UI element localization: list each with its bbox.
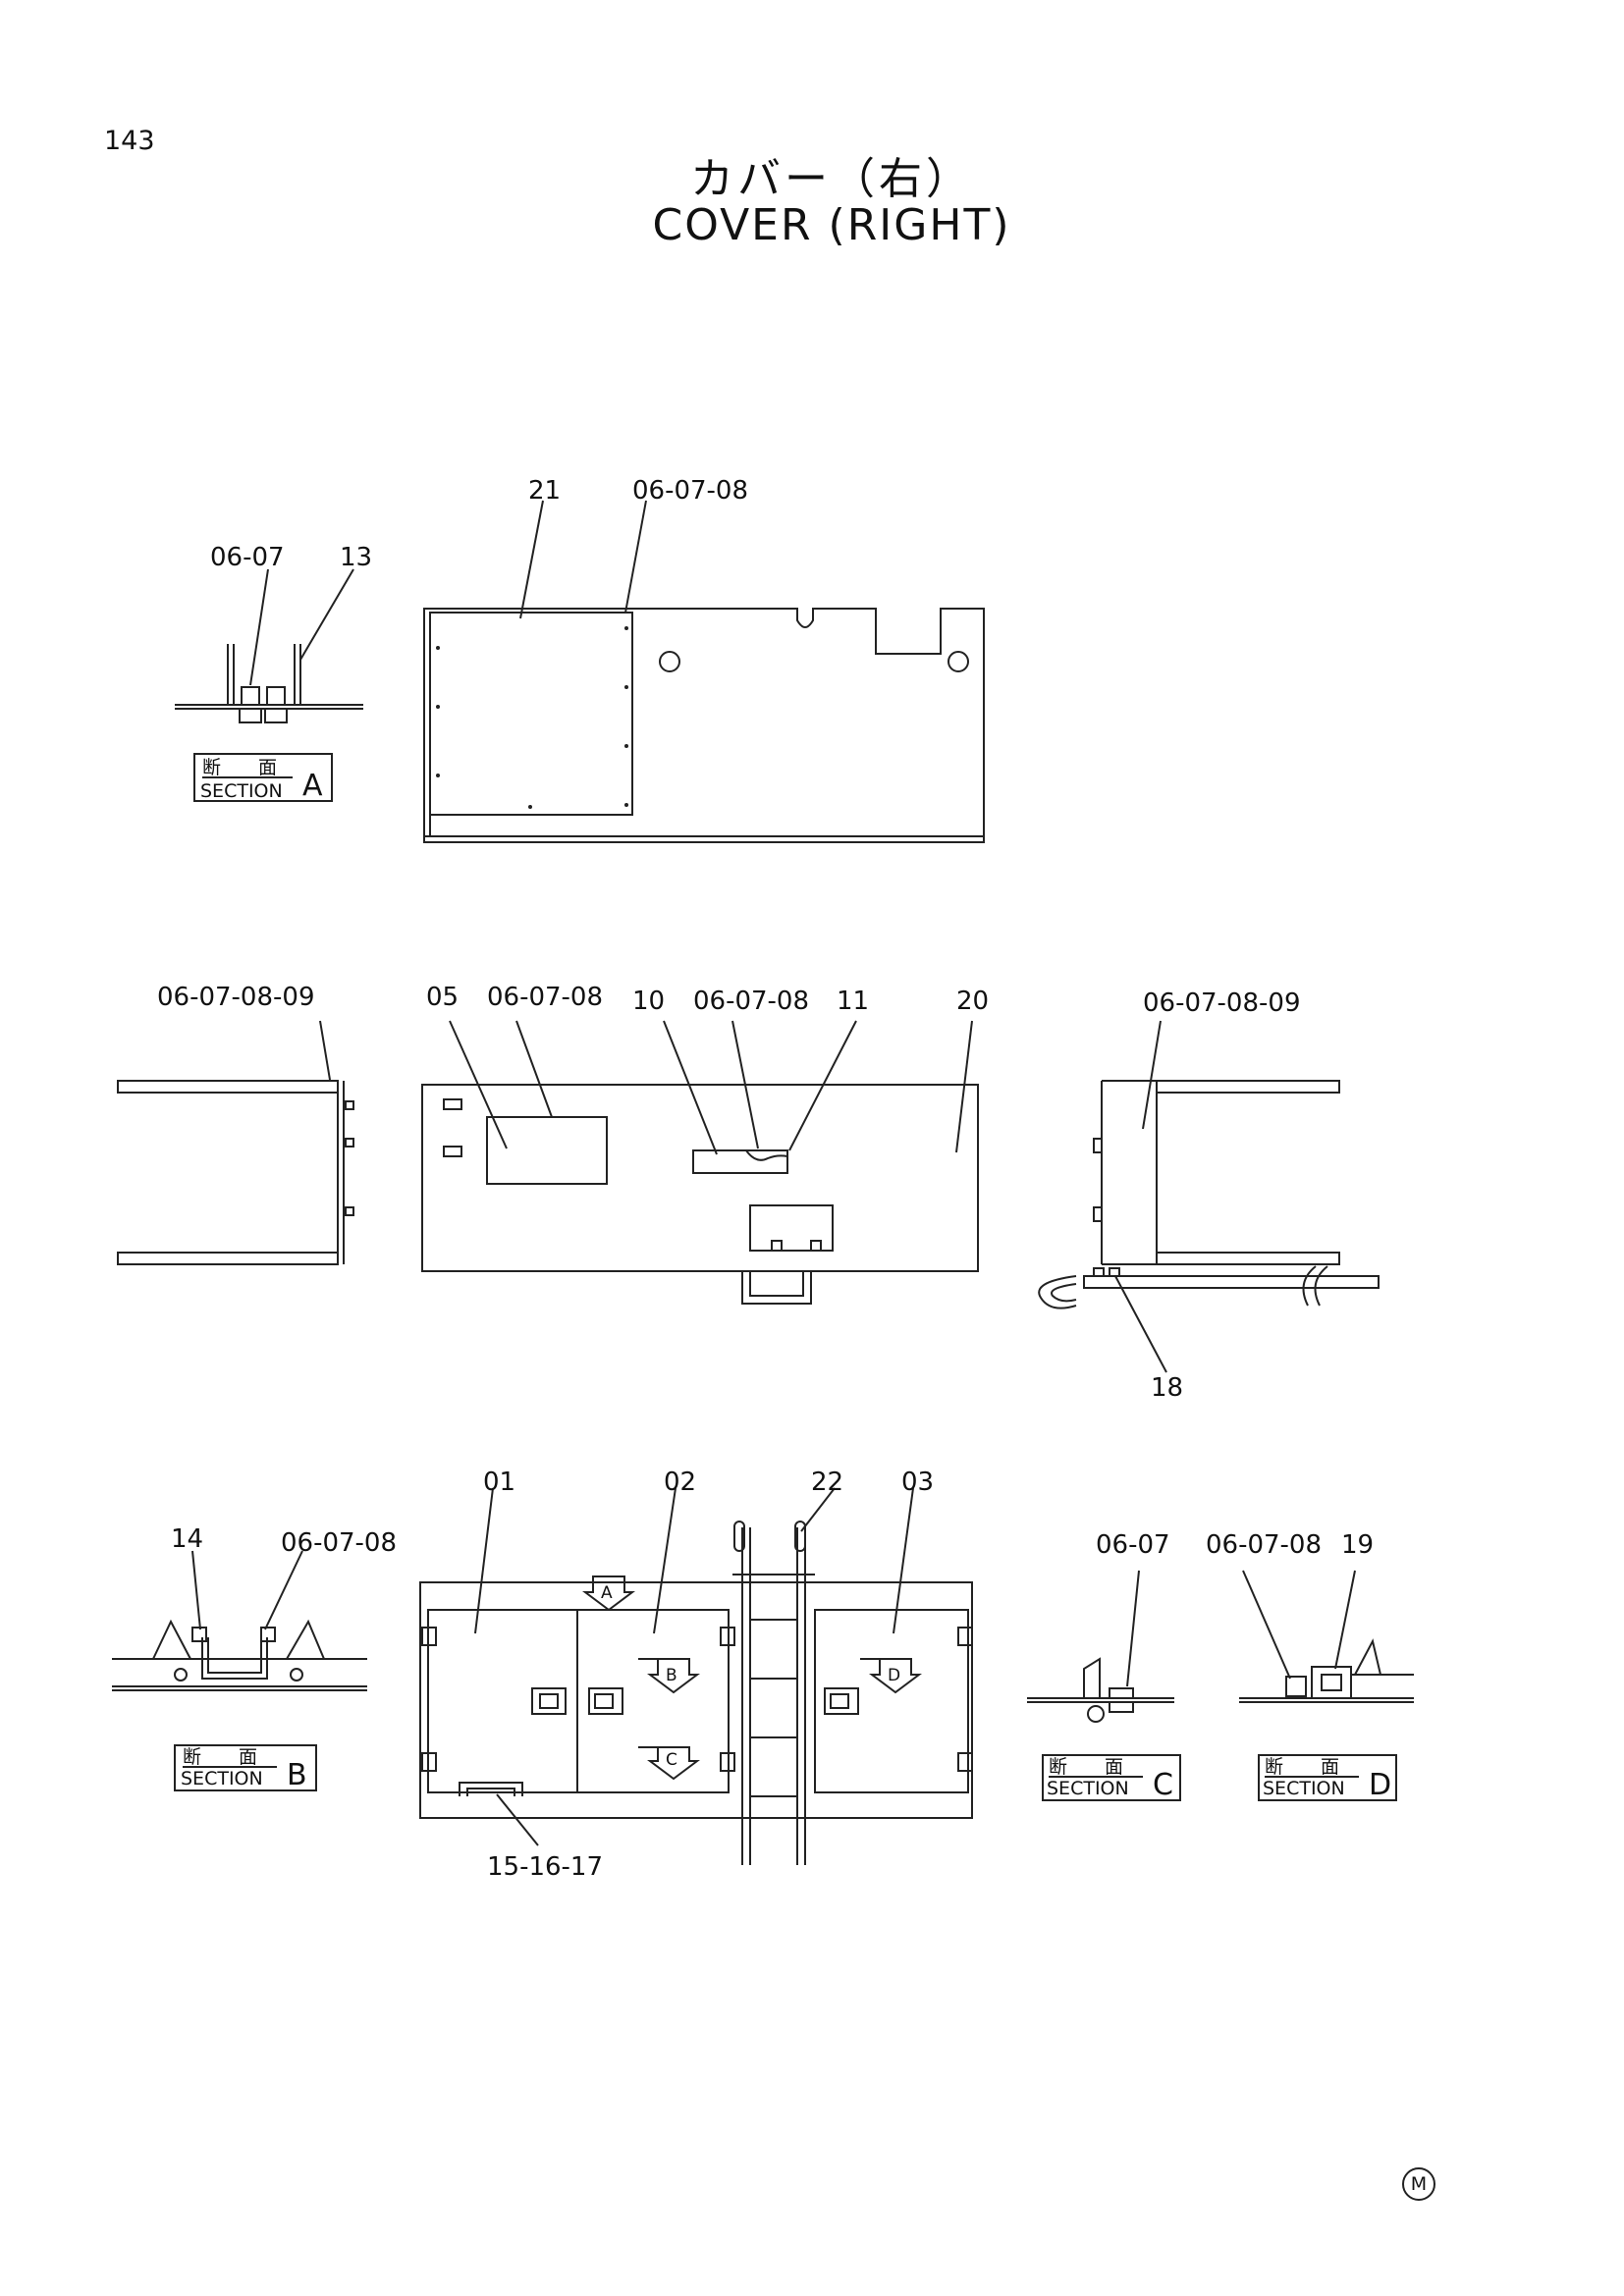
title-english: COVER (RIGHT): [652, 200, 1011, 250]
svg-text:A: A: [302, 769, 323, 803]
callout-20: 20: [956, 987, 989, 1016]
callout-01: 01: [483, 1468, 515, 1497]
section-a-detail: [175, 644, 363, 723]
bottom-doors-assembly: [419, 1521, 973, 1865]
view-arrow-shapes: [582, 1575, 922, 1781]
callout-left-fasteners: 06-07-08-09: [157, 983, 314, 1012]
callout-03: 03: [901, 1468, 934, 1497]
callout-18: 18: [1151, 1373, 1183, 1403]
section-label-a: 断 面 SECTION A: [200, 757, 323, 803]
page-number: 143: [104, 126, 155, 156]
callout-section-c-fasteners: 06-07: [1096, 1530, 1170, 1560]
callout-05: 05: [426, 983, 459, 1012]
top-cover-panel: [423, 608, 985, 843]
svg-text:SECTION: SECTION: [1263, 1778, 1345, 1799]
section-label-b: 断 面 SECTION B: [181, 1746, 307, 1792]
callout-21: 21: [528, 476, 561, 506]
view-arrow-c: C: [666, 1750, 677, 1770]
section-b-detail: [112, 1619, 367, 1691]
svg-text:SECTION: SECTION: [1047, 1778, 1129, 1799]
callout-11: 11: [837, 987, 869, 1016]
svg-text:断 面: 断 面: [202, 757, 277, 778]
section-label-d: 断 面 SECTION D: [1263, 1756, 1391, 1802]
callout-13: 13: [340, 543, 372, 572]
callout-section-a-fasteners: 06-07: [210, 543, 285, 572]
callout-section-d-fasteners: 06-07-08: [1206, 1530, 1322, 1560]
middle-cover-panel: [421, 1084, 979, 1305]
svg-text:断 面: 断 面: [1049, 1756, 1123, 1778]
view-arrow-labels: A B C D: [601, 1583, 900, 1770]
middle-right-frame: [1038, 1080, 1380, 1309]
manufacturer-mark: M: [1402, 2167, 1435, 2201]
svg-text:SECTION: SECTION: [181, 1768, 263, 1789]
callout-mid-fasteners-a: 06-07-08: [487, 983, 603, 1012]
callout-19: 19: [1341, 1530, 1374, 1560]
callout-15-16-17: 15-16-17: [487, 1852, 603, 1882]
svg-text:断 面: 断 面: [183, 1746, 257, 1768]
callout-02: 02: [664, 1468, 696, 1497]
svg-text:B: B: [287, 1758, 307, 1792]
title-japanese: カバー（右）: [690, 154, 973, 204]
callout-10: 10: [632, 987, 665, 1016]
section-d-detail: [1239, 1638, 1414, 1703]
middle-left-frame: [117, 1080, 354, 1265]
callout-14: 14: [171, 1524, 203, 1554]
svg-text:C: C: [1153, 1768, 1173, 1802]
callout-top-fasteners: 06-07-08: [632, 476, 748, 506]
svg-text:SECTION: SECTION: [200, 780, 283, 802]
section-label-c: 断 面 SECTION C: [1047, 1756, 1173, 1802]
view-arrow-a: A: [601, 1583, 613, 1603]
callout-right-fasteners: 06-07-08-09: [1143, 988, 1300, 1018]
callout-mid-fasteners-b: 06-07-08: [693, 987, 809, 1016]
svg-text:D: D: [1369, 1768, 1391, 1802]
callout-labels: 21 06-07-08 06-07 13 06-07-08-09 05 06-0…: [157, 476, 1374, 1882]
callout-section-b-fasteners: 06-07-08: [281, 1528, 397, 1558]
callout-22: 22: [811, 1468, 843, 1497]
svg-text:断 面: 断 面: [1265, 1756, 1339, 1778]
view-arrow-b: B: [666, 1666, 677, 1685]
top-panel-bolts: [436, 626, 628, 809]
view-arrow-d: D: [888, 1666, 900, 1685]
section-c-detail: [1027, 1657, 1174, 1723]
